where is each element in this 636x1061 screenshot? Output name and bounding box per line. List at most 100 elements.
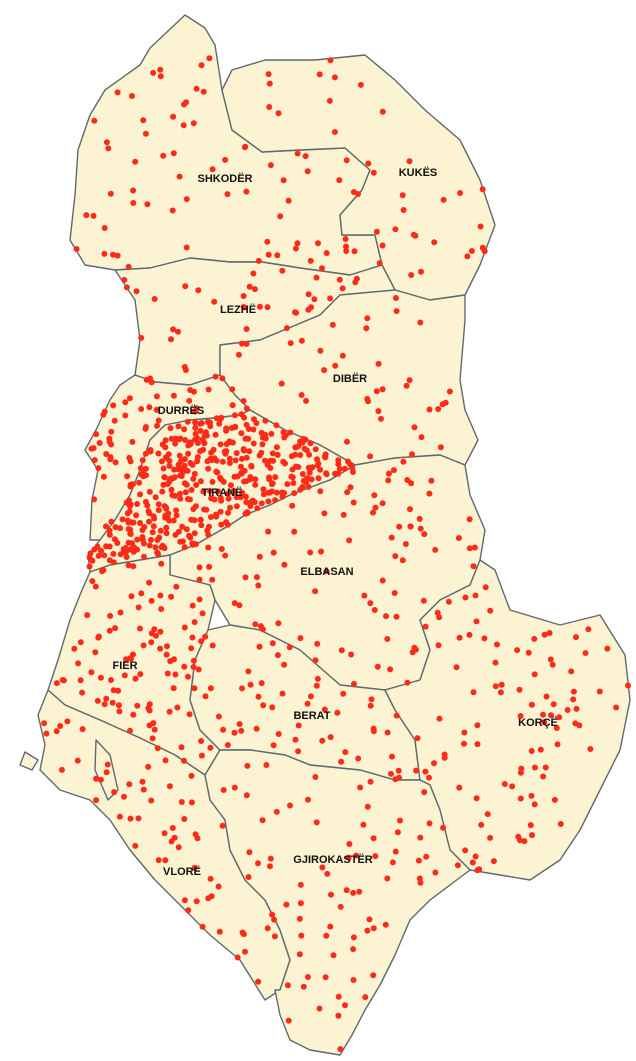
settlement-point: [317, 466, 324, 473]
settlement-point: [281, 561, 288, 568]
settlement-point: [126, 454, 133, 461]
settlement-point: [303, 397, 309, 404]
settlement-point: [231, 473, 238, 480]
settlement-point: [396, 523, 403, 530]
settlement-point: [370, 728, 377, 735]
settlement-point: [525, 649, 532, 656]
settlement-point: [215, 488, 222, 495]
settlement-point: [135, 815, 142, 822]
settlement-point: [238, 727, 245, 734]
settlement-point: [245, 426, 252, 432]
settlement-point: [178, 744, 185, 751]
settlement-point: [390, 467, 397, 474]
settlement-point: [108, 428, 115, 435]
settlement-point: [289, 466, 296, 473]
settlement-point: [217, 508, 224, 515]
settlement-point: [242, 948, 248, 955]
settlement-point: [92, 649, 99, 656]
settlement-point: [185, 442, 192, 449]
settlement-point: [189, 540, 196, 547]
settlement-point: [83, 212, 90, 219]
settlement-point: [89, 578, 96, 585]
settlement-point: [389, 859, 396, 866]
settlement-point: [518, 765, 525, 772]
settlement-point: [154, 745, 161, 752]
settlement-point: [294, 240, 301, 247]
settlement-point: [323, 932, 330, 939]
settlement-point: [277, 213, 284, 220]
settlement-point: [183, 244, 190, 251]
settlement-point: [103, 139, 110, 146]
settlement-point: [279, 493, 286, 500]
settlement-point: [100, 567, 107, 574]
settlement-point: [292, 736, 299, 743]
settlement-point: [260, 486, 267, 493]
settlement-point: [112, 524, 119, 531]
settlement-point: [91, 117, 98, 124]
settlement-point: [107, 454, 114, 461]
settlement-point: [73, 246, 80, 252]
settlement-point: [404, 477, 411, 483]
settlement-point: [218, 546, 225, 552]
settlement-point: [128, 593, 135, 600]
settlement-point: [121, 672, 128, 679]
settlement-point: [205, 386, 212, 393]
settlement-point: [258, 500, 265, 507]
settlement-point: [167, 477, 174, 483]
settlement-point: [169, 207, 176, 214]
settlement-point: [365, 160, 372, 167]
settlement-point: [284, 982, 291, 989]
settlement-point: [239, 340, 245, 347]
label-vlore: VLORË: [163, 865, 201, 878]
settlement-point: [239, 489, 246, 496]
settlement-point: [137, 671, 144, 678]
settlement-point: [343, 157, 350, 164]
settlement-point: [327, 923, 334, 930]
settlement-point: [397, 817, 403, 824]
settlement-point: [312, 657, 319, 664]
settlement-point: [279, 690, 286, 697]
region-labels: SHKODËR KUKËS LEZHË DIBËR DURRËS TIRANË …: [112, 166, 557, 878]
settlement-point: [404, 679, 411, 686]
settlement-point: [331, 129, 338, 135]
settlement-point: [181, 897, 188, 904]
settlement-point: [181, 426, 188, 433]
settlement-point: [122, 399, 129, 406]
settlement-point: [146, 707, 153, 714]
settlement-point: [327, 57, 334, 64]
settlement-point: [517, 837, 523, 844]
settlement-point: [335, 1012, 342, 1019]
settlement-point: [132, 842, 139, 849]
settlement-point: [190, 120, 197, 127]
settlement-point: [257, 623, 264, 630]
settlement-point: [392, 553, 399, 560]
settlement-point: [79, 726, 86, 733]
settlement-point: [253, 574, 260, 581]
settlement-point: [240, 447, 247, 454]
settlement-point: [364, 803, 371, 810]
settlement-point: [123, 554, 130, 560]
settlement-point: [125, 263, 132, 270]
settlement-point: [379, 577, 386, 584]
settlement-point: [307, 693, 314, 700]
settlement-point: [188, 645, 195, 652]
settlement-point: [246, 849, 253, 856]
settlement-point: [179, 523, 186, 530]
settlement-point: [106, 627, 113, 634]
label-fier: FIER: [112, 660, 137, 672]
settlement-point: [262, 435, 269, 442]
settlement-point: [343, 887, 350, 894]
settlement-point: [274, 652, 281, 659]
settlement-point: [260, 491, 267, 498]
settlement-point: [345, 458, 351, 465]
settlement-point: [140, 642, 147, 649]
settlement-point: [164, 643, 170, 650]
settlement-point: [376, 260, 383, 267]
settlement-point: [265, 528, 272, 535]
settlement-point: [210, 446, 217, 453]
settlement-point: [479, 244, 486, 251]
settlement-point: [364, 927, 371, 934]
settlement-point: [546, 630, 553, 636]
settlement-point: [133, 512, 140, 519]
settlement-point: [136, 479, 143, 486]
